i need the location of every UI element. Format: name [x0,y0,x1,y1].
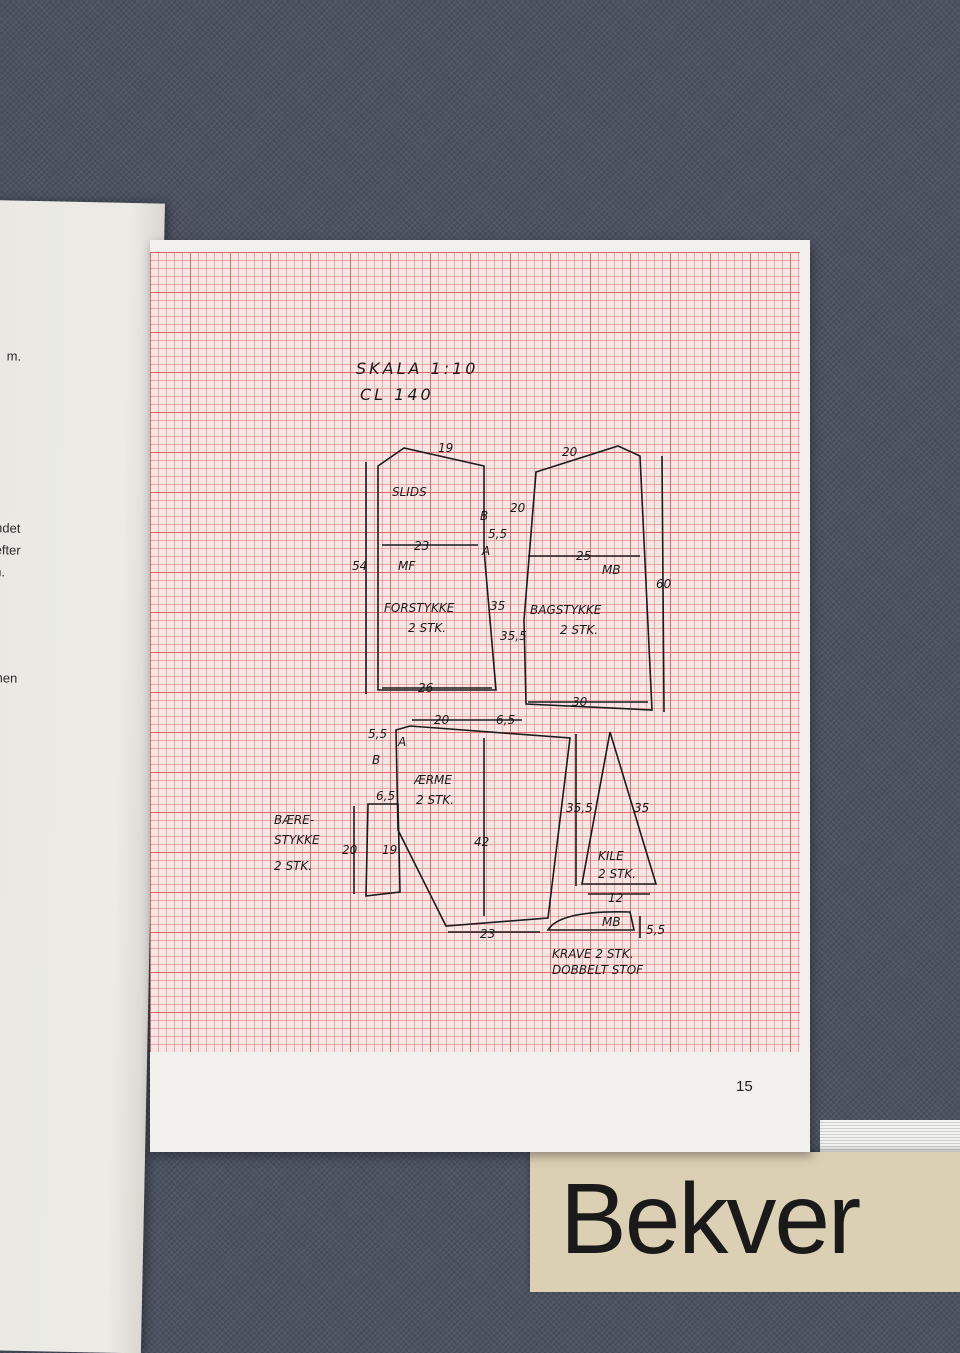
other-book-title: Bekver [560,1163,861,1275]
front-piece-name: FORSTYKKE [384,601,455,615]
back-length-dimension: 60 [656,577,672,591]
back-piece-outline [523,445,653,711]
gusset-name: KILE [598,849,624,863]
front-small-dimension: 5,5 [488,527,507,541]
back-upper-dimension: 20 [510,501,526,515]
graph-paper [150,252,800,1052]
front-length-dimension: 54 [352,559,367,573]
gusset-count: 2 STK. [598,867,636,881]
front-shoulder-dimension: 19 [438,441,453,455]
right-page: 15 [150,240,810,1152]
pattern-size: CL 140 [360,385,434,404]
gusset-base-dimension: 12 [608,891,623,905]
sleeve-corner-dimension: 5,5 [368,727,387,741]
front-hem-dimension: 26 [418,681,434,695]
gusset-left-dimension: 35,5 [566,801,593,815]
sleeve-piece-count: 2 STK. [416,793,454,807]
collar-center-mark: MB [602,915,621,929]
collar-name: KRAVE 2 STK. [552,947,634,961]
yoke-inner-dimension: 19 [382,843,397,857]
sleeve-point-b: B [372,753,380,767]
collar-outline [546,911,635,931]
book-page-edges [820,1120,960,1156]
sleeve-cuff-dimension: 23 [480,927,495,941]
sleeve-point-a: A [397,735,406,749]
sleeve-top-dimension: 20 [434,713,450,727]
sewing-pattern-drawing: SKALA 1:10 CL 140 19 SLIDS B 5,5 23 A 54… [274,359,672,977]
other-book-cover: Bekver [530,1152,960,1292]
front-piece-outline [377,447,497,691]
yoke-outline [365,803,401,897]
front-point-a: A [481,544,490,558]
front-piece-count: 2 STK. [408,621,446,635]
front-side-dimension: 35 [490,599,505,613]
back-shoulder-dimension: 20 [562,445,578,459]
sleeve-outline [395,725,571,927]
front-slit-label: SLIDS [392,485,427,499]
front-width-dimension: 23 [414,539,429,553]
front-center-mark: MF [398,559,416,573]
back-hem-dimension: 30 [572,695,588,709]
yoke-name-line1: BÆRE- [274,813,314,827]
sleeve-top-small-dimension: 6,5 [496,713,515,727]
collar-height-dimension: 5,5 [646,923,665,937]
page-number: 15 [736,1078,753,1095]
sleeve-piece-name: ÆRME [413,773,452,787]
yoke-outer-dimension: 20 [342,843,358,857]
pattern-scale: SKALA 1:10 [356,359,478,378]
back-piece-name: BAGSTYKKE [530,603,602,617]
gusset-right-dimension: 35 [634,801,649,815]
back-piece-count: 2 STK. [560,623,598,637]
back-side-dimension: 35,5 [500,629,527,643]
back-width-dimension: 25 [576,549,591,563]
sleeve-length-dimension: 42 [474,835,489,849]
yoke-top-dimension: 6,5 [376,789,395,803]
front-point-b: B [480,509,488,523]
back-center-mark: MB [602,563,621,577]
yoke-name-line2: STYKKE [274,833,320,847]
yoke-count: 2 STK. [274,859,312,873]
gusset-outline [581,731,658,885]
collar-note: DOBBELT STOF [552,963,644,977]
